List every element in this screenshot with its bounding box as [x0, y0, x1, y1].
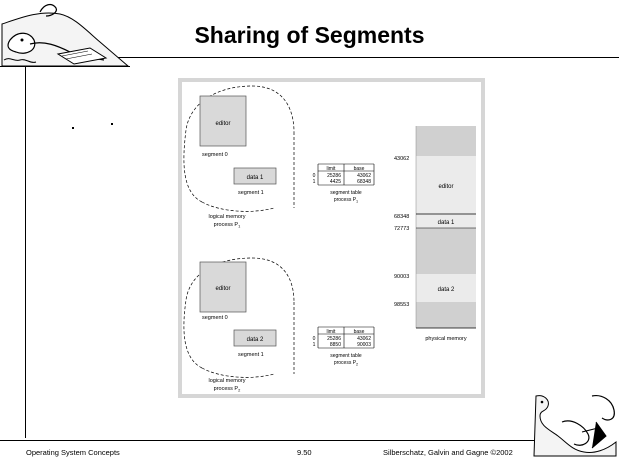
- stray-dot: [111, 123, 113, 125]
- table1-caption: segment table: [330, 190, 362, 196]
- table2-row0-limit: 25286: [327, 336, 341, 342]
- table1-header-base: base: [354, 166, 365, 172]
- slide-title: Sharing of Segments: [194, 22, 425, 48]
- title-rule-left: [0, 66, 130, 67]
- data1-label-p1: data 1: [247, 175, 264, 181]
- title-rule: [118, 57, 619, 58]
- left-vertical-rule: [25, 66, 26, 438]
- footer-authors: Silberschatz, Galvin and Gagne ©2002: [383, 448, 513, 457]
- process-caption-p2: process P2: [214, 386, 241, 393]
- data1-segment-p1: [233, 167, 277, 185]
- editor-segment-p1: [199, 95, 247, 147]
- segment-table-p2: limit base 0 25286 43062 1 8850 90003 se…: [313, 326, 375, 367]
- figure-canvas: editor segment 0 data 1 segment 1 logica…: [182, 82, 481, 394]
- address-72773: 72773: [394, 226, 409, 232]
- data2-segment-p2: [233, 329, 277, 347]
- table1-row0-index: 0: [313, 173, 316, 179]
- address-90003: 90003: [394, 274, 409, 280]
- table1-row1-index: 1: [313, 179, 316, 185]
- segment1-label-p2: segment 1: [238, 352, 264, 358]
- editor-label-p1: editor: [215, 121, 230, 127]
- physical-editor-label: editor: [438, 184, 453, 190]
- dinosaur-reading-clipart-icon: [1, 3, 130, 67]
- footer-course-title: Operating System Concepts: [26, 448, 120, 457]
- table2-row0-base: 43062: [357, 336, 371, 342]
- stray-dot: [72, 127, 74, 129]
- address-98553: 98553: [394, 302, 409, 308]
- table2-row1-limit: 8850: [330, 342, 341, 348]
- segment0-label-p1: segment 0: [202, 152, 228, 158]
- table2-process-caption: process P2: [334, 360, 358, 367]
- physical-memory-caption: physical memory: [425, 336, 467, 342]
- editor-segment-p2: [199, 261, 247, 313]
- table2-row1-index: 1: [313, 342, 316, 348]
- table1-row1-limit: 4425: [330, 179, 341, 185]
- table1-row0-base: 43062: [357, 173, 371, 179]
- table2-row0-index: 0: [313, 336, 316, 342]
- physical-editor-block: [416, 156, 476, 214]
- table2-header-base: base: [354, 329, 365, 335]
- figure-svg: editor segment 0 data 1 segment 1 logica…: [183, 85, 476, 393]
- segment-table-p1: limit base 0 25286 43062 1 4425 68348 se…: [313, 163, 375, 204]
- segment0-label-p2: segment 0: [202, 315, 228, 321]
- physical-data1-label: data 1: [438, 220, 455, 226]
- segment-sharing-figure: editor segment 0 data 1 segment 1 logica…: [178, 78, 485, 398]
- logical-memory-boundary-p2: [183, 257, 295, 378]
- footer-page-number: 9.50: [297, 448, 312, 457]
- address-43062: 43062: [394, 156, 409, 162]
- table1-row0-limit: 25286: [327, 173, 341, 179]
- data2-label-p2: data 2: [247, 337, 264, 343]
- segment1-label-p1: segment 1: [238, 190, 264, 196]
- logical-memory-boundary-p1: [183, 85, 295, 212]
- editor-label-p2: editor: [215, 286, 230, 292]
- table1-row1-base: 68348: [357, 179, 371, 185]
- table2-caption: segment table: [330, 353, 362, 359]
- table1-process-caption: process P1: [334, 197, 358, 204]
- table1-header-limit: limit: [327, 166, 336, 172]
- logical-memory-caption-p1: logical memory: [209, 214, 246, 220]
- process-caption-p1: process P1: [214, 222, 241, 229]
- table2-header-limit: limit: [327, 329, 336, 335]
- dinosaur-climbing-clipart-icon: [533, 395, 617, 457]
- physical-data2-label: data 2: [438, 287, 455, 293]
- physical-memory: editor data 1 data 2 43062 68348 72773 9…: [394, 126, 476, 342]
- logical-memory-caption-p2: logical memory: [209, 378, 246, 384]
- physical-data1-block: [416, 214, 476, 228]
- address-68348: 68348: [394, 214, 409, 220]
- footer-rule: [0, 440, 540, 441]
- physical-data2-block: [416, 274, 476, 302]
- table2-row1-base: 90003: [357, 342, 371, 348]
